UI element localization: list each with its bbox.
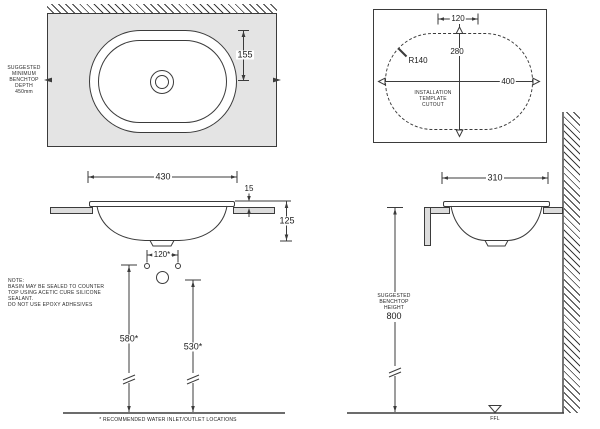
front-dim-530-label: 530* [182, 341, 204, 352]
front-dim-125-label: 125 [277, 215, 297, 226]
front-bowl-outline [96, 205, 228, 247]
template-dim-280-label: 280 [448, 47, 466, 56]
plan-dim-155-label: 155 [235, 49, 255, 60]
template-dim-120-label: 120 [449, 14, 467, 23]
front-basin-rim [89, 201, 235, 207]
template-cutout-label-line: CUTOUT [422, 101, 444, 108]
front-dim-120-label: 120* [152, 250, 172, 259]
front-dim-580-label: 580* [118, 333, 140, 344]
front-sealant-note-line: SEALANT. [8, 295, 34, 302]
plan-depth-note: SUGGESTED MINIMUM BENCHTOP DEPTH 450mm [2, 65, 46, 95]
template-dim-400-label: 400 [499, 77, 517, 86]
template-cutout-label: INSTALLATION TEMPLATE CUTOUT [403, 90, 463, 109]
side-counter-right [543, 207, 563, 214]
ffl-datum-icon [487, 405, 503, 414]
side-height-note: SUGGESTED BENCHTOP HEIGHT 800 [375, 292, 413, 322]
plan-depth-note-line: DEPTH [15, 82, 33, 89]
front-inlet-right [175, 263, 181, 269]
side-basin-rim [443, 201, 550, 207]
front-counter-left [50, 207, 93, 214]
front-sealant-note-line: TOP USING ACETIC CURE SILICONE [8, 289, 102, 296]
front-footnote: * RECOMMENDED WATER INLET/OUTLET LOCATIO… [99, 417, 237, 423]
plan-depth-note-line: SUGGESTED [7, 65, 41, 71]
front-dim-15-label: 15 [243, 184, 255, 193]
front-sealant-note: NOTE: BASIN MAY BE SEALED TO COUNTER TOP… [8, 278, 105, 308]
front-inlet-left [144, 263, 150, 269]
front-sealant-note-line: BASIN MAY BE SEALED TO COUNTER [8, 283, 105, 290]
side-counter-apron [424, 207, 431, 246]
template-radius-label: R140 [406, 56, 430, 65]
plan-depth-note-line: MINIMUM [12, 70, 36, 77]
side-dim-310-label: 310 [485, 172, 505, 183]
front-dim-430-label: 430 [153, 171, 173, 182]
side-dim-800-label: 800 [386, 311, 402, 321]
plan-depth-note-line: 450mm [15, 88, 33, 95]
plan-depth-note-line: BENCHTOP [9, 76, 39, 83]
plan-wall-hatch [47, 4, 277, 13]
front-sealant-note-line: NOTE: [8, 278, 25, 284]
side-wall-hatch [564, 112, 580, 413]
front-waste-outlet [156, 271, 169, 284]
side-bowl-outline [450, 205, 543, 247]
front-counter-right [233, 207, 275, 214]
plan-drain-inner [155, 75, 169, 89]
ffl-label: FFL [490, 416, 500, 422]
front-sealant-note-line: DO NOT USE EPOXY ADHESIVES [8, 301, 93, 308]
